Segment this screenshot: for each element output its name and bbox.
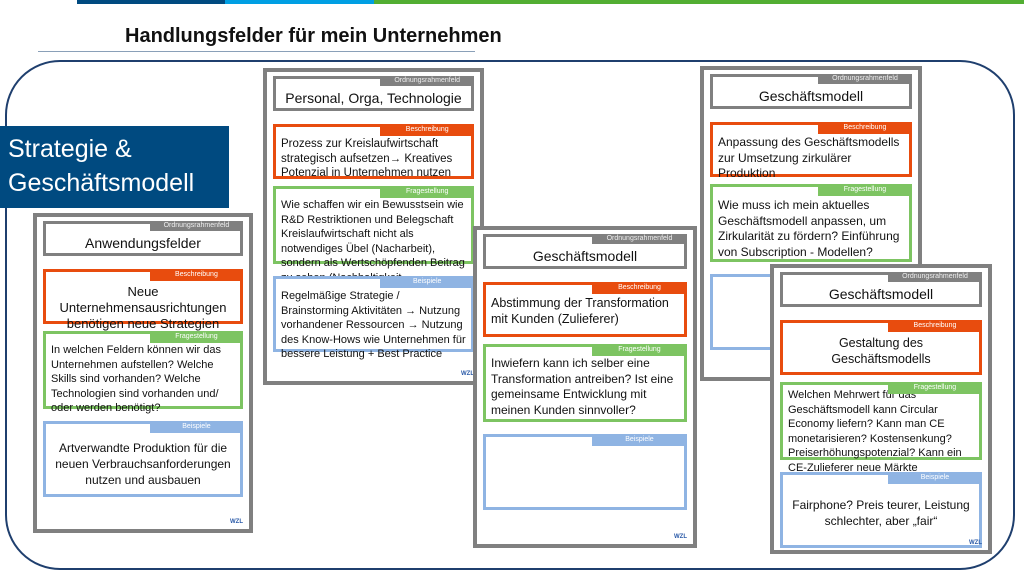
beispiele-box-text: Fairphone? Preis teurer, Leistung schlec…	[792, 498, 970, 528]
card-title-box-text: Personal, Orga, Technologie	[285, 90, 462, 106]
beschreibung-box-tab: Beschreibung	[817, 122, 912, 134]
logo: WZL	[461, 371, 474, 377]
fragestellung-box-text: Inwiefern kann ich selber eine Transform…	[491, 356, 674, 417]
fragestellung-box-tab: Fragestellung	[887, 382, 982, 394]
beschreibung-box-text: Gestaltung des Geschäftsmodells	[831, 336, 931, 366]
category-label: Strategie & Geschäftsmodell	[0, 126, 229, 208]
beschreibung-box-text: Abstimmung der Transformation mit Kunden…	[491, 296, 669, 326]
beschreibung-box-text: Neue Unternehmensausrichtungen benötigen…	[59, 284, 227, 331]
fragestellung-box-tab: Fragestellung	[817, 184, 912, 196]
beispiele-box-tab: Beispiele	[591, 434, 687, 446]
category-line-1: Strategie &	[8, 135, 132, 163]
accent-bar-green	[374, 0, 1024, 4]
accent-bar-light-blue	[225, 0, 374, 4]
category-line-2: Geschäftsmodell	[8, 169, 195, 197]
beispiele-box: Beispiele	[483, 434, 687, 510]
fragestellung-box-tab: Fragestellung	[149, 331, 243, 343]
beispiele-box-text: Artverwandte Produktion für die neuen Ve…	[55, 441, 231, 487]
logo: WZL	[230, 519, 243, 525]
rounded-frame	[5, 60, 1015, 570]
card-title-box-text: Geschäftsmodell	[532, 248, 638, 264]
logo: WZL	[674, 534, 687, 540]
card-title-box-text: Geschäftsmodell	[758, 88, 864, 104]
beschreibung-box-text: Prozess zur Kreislaufwirtschaft strategi…	[281, 138, 453, 179]
card-title-box-text: Geschäftsmodell	[828, 286, 934, 302]
beispiele-box-tab: Beispiele	[887, 472, 982, 484]
beschreibung-box-tab: Beschreibung	[887, 320, 982, 332]
fragestellung-box-tab: Fragestellung	[380, 186, 474, 198]
fragestellung-box-text: In welchen Feldern können wir das Untern…	[51, 344, 221, 414]
beschreibung-box-tab: Beschreibung	[591, 282, 687, 294]
beschreibung-box-text: Anpassung des Geschäftsmodells zur Umset…	[718, 135, 900, 180]
logo: WZL	[969, 540, 982, 546]
fragestellung-box-tab: Fragestellung	[591, 344, 687, 356]
beschreibung-box-tab: Beschreibung	[380, 124, 474, 136]
fragestellung-box-text: Wie muss ich mein aktuelles Geschäftsmod…	[718, 198, 900, 259]
card-title-box-text: Anwendungsfelder	[85, 235, 201, 251]
beispiele-box-tab: Beispiele	[149, 421, 243, 433]
slide-title: Handlungsfelder für mein Unternehmen	[125, 25, 502, 47]
card-title-box-tab: Ordnungsrahmenfeld	[380, 76, 474, 86]
card-title-box-tab: Ordnungsrahmenfeld	[149, 221, 243, 231]
beispiele-box-text: Regelmäßige Strategie / Brainstorming Ak…	[281, 290, 466, 360]
card-title-box-tab: Ordnungsrahmenfeld	[887, 272, 982, 282]
card-title-box-tab: Ordnungsrahmenfeld	[591, 234, 687, 244]
beschreibung-box-tab: Beschreibung	[149, 269, 243, 281]
accent-bar-dark-blue	[77, 0, 225, 4]
title-divider	[38, 51, 475, 52]
fragestellung-box-text: Welchen Mehrwert für das Geschäftsmodell…	[788, 389, 962, 488]
card-title-box-tab: Ordnungsrahmenfeld	[817, 74, 912, 84]
beispiele-box-tab: Beispiele	[380, 276, 474, 288]
